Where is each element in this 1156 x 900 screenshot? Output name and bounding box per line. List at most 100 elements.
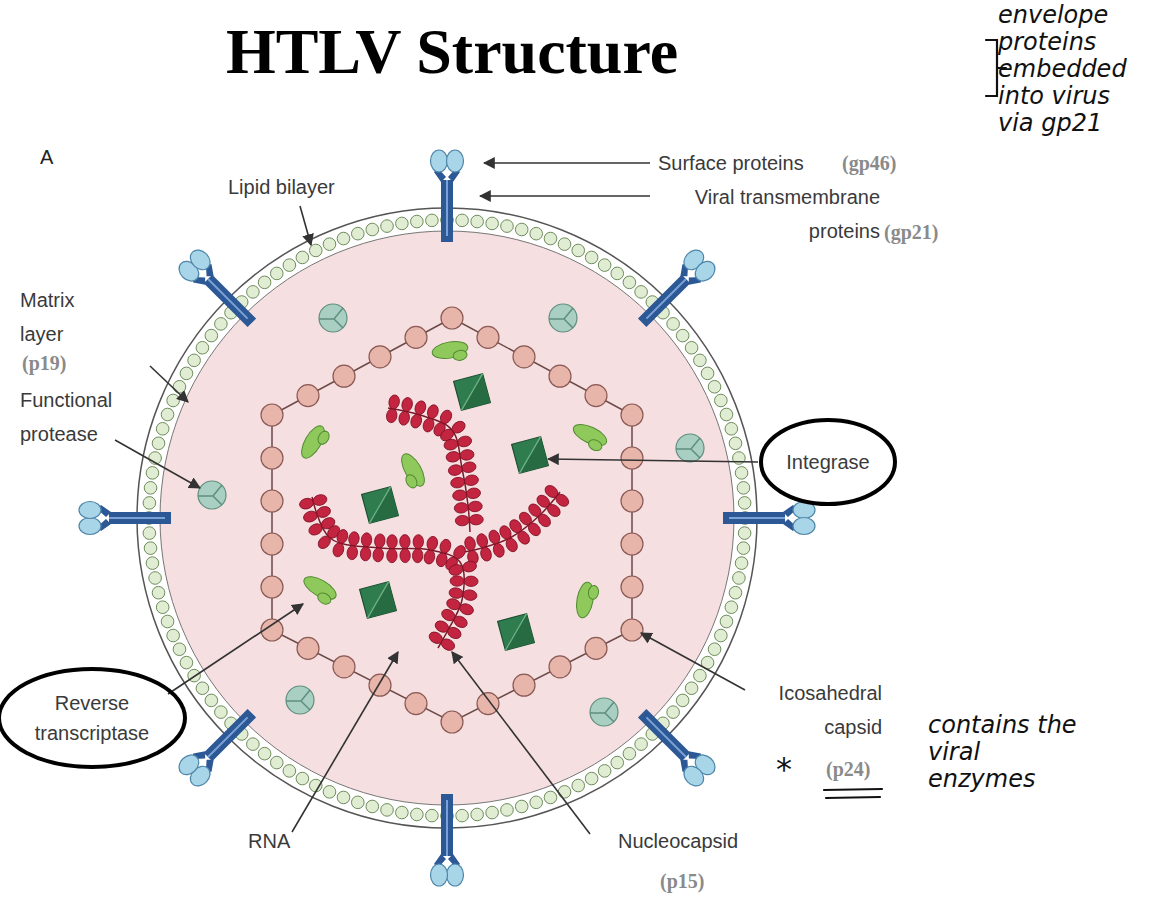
protein-code: (gp46) [842, 146, 896, 180]
lipid-bead [598, 259, 611, 272]
protease-cleft [319, 308, 343, 328]
rna-bead [401, 397, 414, 413]
lipid-bead [283, 765, 296, 778]
gp46-head [447, 864, 464, 886]
capsid-bead [621, 447, 643, 469]
lipid-bead [456, 214, 469, 227]
rt-large [431, 339, 469, 361]
leader-arrow [641, 633, 745, 690]
capsid-bead [333, 656, 355, 678]
lipid-bead [501, 804, 514, 817]
protease-body [549, 304, 577, 332]
lipid-bead [572, 244, 585, 257]
lipid-bead [270, 756, 283, 769]
rna-bead [479, 546, 493, 562]
lipid-bead [196, 682, 209, 695]
rna-bead [438, 408, 454, 425]
lipid-bead [215, 706, 228, 719]
lipid-bead [411, 215, 424, 228]
rna-bead [451, 543, 468, 560]
stem-highlight [646, 279, 686, 319]
part-label: Nucleocapsid [618, 824, 738, 858]
protease-symbol [590, 698, 618, 726]
lipid-bead [161, 615, 174, 628]
leader-arrow [150, 366, 188, 402]
lipid-bead [351, 227, 364, 240]
capsid-bead [369, 674, 391, 696]
protease-group [198, 304, 704, 726]
rna-bead [387, 549, 398, 563]
rna-bead [515, 529, 532, 546]
rna-bead [504, 536, 520, 553]
rna-bead [462, 589, 477, 601]
integrase-body [512, 437, 549, 474]
part-label: Matrix layer [20, 283, 100, 351]
part-label: Icosahedral capsid [742, 676, 882, 744]
integrase-shade [360, 582, 397, 619]
rna-bead [443, 438, 459, 451]
leader-arrow [452, 652, 590, 834]
gp46-head [79, 502, 101, 519]
virion-interior [160, 231, 734, 805]
lipid-bead [720, 408, 733, 421]
integrase-body [498, 614, 535, 651]
handwritten-note: envelope proteins embedded into virus vi… [998, 2, 1153, 137]
lipid-bead [738, 527, 751, 540]
rt-symbol [569, 420, 610, 453]
rna-bead [452, 489, 467, 501]
protease-body [198, 481, 226, 509]
rna-bead [374, 533, 386, 548]
protease-cleft [198, 485, 222, 505]
rna-bead [454, 502, 469, 514]
rt-small [587, 438, 604, 453]
rt-large [397, 450, 429, 489]
lipid-bead [530, 796, 543, 809]
gp46-head [691, 257, 719, 285]
lipid-bead [667, 706, 680, 719]
lipid-bead [323, 238, 336, 251]
lipid-bead [676, 694, 689, 707]
envelope-spike [723, 502, 815, 535]
stem-highlight [208, 279, 248, 319]
lipid-bead [544, 232, 557, 245]
rna-bead [439, 538, 453, 554]
capsid-bead [621, 490, 643, 512]
lipid-bead [715, 394, 728, 407]
rna-bead [302, 509, 319, 523]
gp21-stem [638, 275, 690, 327]
protease-symbol [319, 304, 347, 332]
lipid-bead [729, 586, 742, 599]
rna-bead [426, 403, 440, 420]
lipid-bead [309, 244, 322, 257]
capsid-bead [441, 711, 463, 733]
lipid-bead [156, 422, 169, 435]
lipid-bead [611, 267, 624, 280]
protein-code: (p24) [826, 752, 870, 786]
lipid-bead [144, 542, 157, 555]
leader-arrow [480, 195, 650, 197]
integrase-symbol [498, 614, 535, 651]
lipid-bead [725, 422, 738, 435]
integrase-diagonal [512, 437, 549, 474]
rna-bead [398, 410, 411, 426]
integrase-diagonal [454, 374, 491, 411]
capsid-bead [549, 365, 571, 387]
circle-outline [761, 420, 895, 504]
stem-highlight [446, 180, 448, 236]
gp46-head [447, 150, 464, 172]
lipid-bead [270, 267, 283, 280]
lipid-bead [247, 738, 260, 751]
capsid-bead [441, 307, 463, 329]
part-label: RNA [248, 824, 290, 858]
integrase-symbol [454, 374, 491, 411]
capsid-bead [513, 346, 535, 368]
lipid-bead [733, 572, 746, 585]
lipid-bead [515, 800, 528, 813]
lipid-bead [544, 791, 557, 804]
rna-bead [413, 400, 427, 416]
rna-bead [346, 545, 358, 560]
rt-small [316, 591, 333, 607]
protease-symbol [286, 686, 314, 714]
lipid-bead [685, 341, 698, 354]
rt-symbol [394, 450, 429, 491]
